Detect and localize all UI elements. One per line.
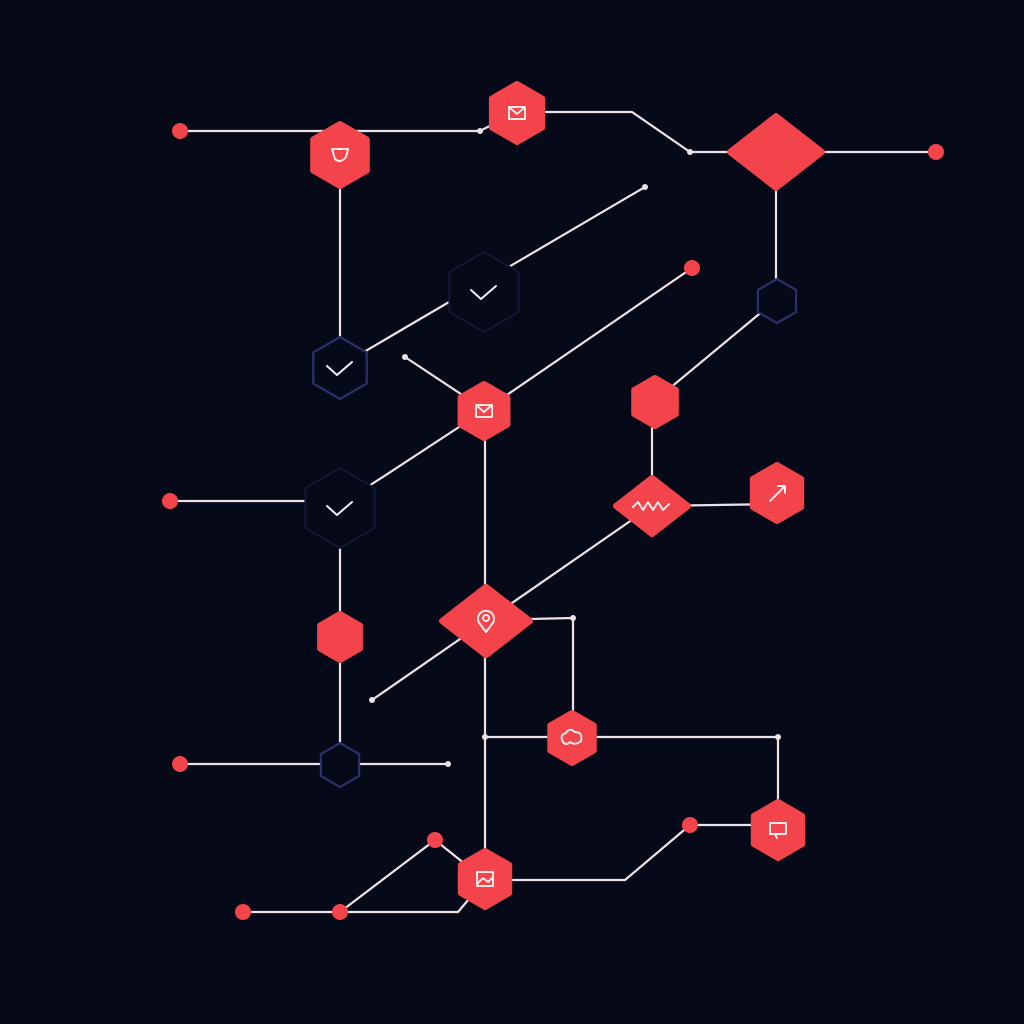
screen-icon — [769, 822, 787, 839]
node-plain1[interactable] — [631, 375, 679, 429]
node-mail-mid[interactable] — [457, 381, 511, 441]
node-check1[interactable] — [448, 251, 520, 333]
endpoint-dot — [172, 756, 188, 772]
junction-point — [369, 697, 375, 703]
junction-point — [687, 149, 693, 155]
check-icon — [470, 285, 497, 300]
connector-lines — [168, 110, 938, 914]
connector-line — [483, 266, 694, 412]
node-shape — [304, 467, 376, 549]
pin-icon — [477, 609, 495, 633]
mail-icon — [475, 404, 493, 418]
connector-line — [483, 823, 692, 882]
endpoint-dots — [162, 123, 944, 920]
cloud-icon — [560, 728, 583, 745]
connector-line — [241, 878, 487, 914]
endpoint-dot — [235, 904, 251, 920]
node-shield[interactable] — [310, 121, 370, 189]
junction-point — [477, 128, 483, 134]
node-shape — [547, 710, 597, 766]
node-arrow[interactable] — [749, 462, 805, 524]
node-shape — [448, 251, 520, 333]
diagram-nodes — [304, 81, 825, 910]
node-shape — [613, 474, 691, 538]
node-diamond[interactable] — [727, 113, 825, 191]
endpoint-dot — [682, 817, 698, 833]
endpoint-dot — [162, 493, 178, 509]
arrow-icon — [769, 485, 786, 502]
node-shape — [319, 741, 361, 789]
endpoint-dot — [332, 904, 348, 920]
node-check2[interactable] — [312, 335, 368, 401]
node-check3[interactable] — [304, 467, 376, 549]
check-icon — [326, 501, 353, 516]
check-icon — [326, 361, 353, 376]
junction-point — [570, 615, 576, 621]
shield-icon — [331, 148, 349, 163]
junction-point — [402, 354, 408, 360]
endpoint-dot — [427, 832, 443, 848]
mail-icon — [508, 106, 526, 120]
node-image[interactable] — [457, 848, 513, 910]
endpoint-dot — [172, 123, 188, 139]
node-screen[interactable] — [750, 799, 806, 861]
junction-point — [775, 734, 781, 740]
node-hex-dark1[interactable] — [756, 277, 798, 325]
node-shape — [312, 335, 368, 401]
junction-point — [642, 184, 648, 190]
connector-line — [370, 504, 654, 702]
endpoint-dot — [684, 260, 700, 276]
endpoint-dot — [928, 144, 944, 160]
junction-point — [482, 734, 488, 740]
node-cloud[interactable] — [547, 710, 597, 766]
node-shape — [317, 611, 363, 663]
node-shape — [756, 277, 798, 325]
node-hex-dark2[interactable] — [319, 741, 361, 789]
node-shape — [310, 121, 370, 189]
node-wave[interactable] — [613, 474, 691, 538]
node-shape — [727, 113, 825, 191]
wave-icon — [632, 501, 670, 511]
node-mail-top[interactable] — [488, 81, 546, 145]
node-plain2[interactable] — [317, 611, 363, 663]
image-icon — [476, 871, 494, 887]
node-pin[interactable] — [439, 583, 533, 659]
node-shape — [631, 375, 679, 429]
node-shape — [750, 799, 806, 861]
junction-point — [445, 761, 451, 767]
